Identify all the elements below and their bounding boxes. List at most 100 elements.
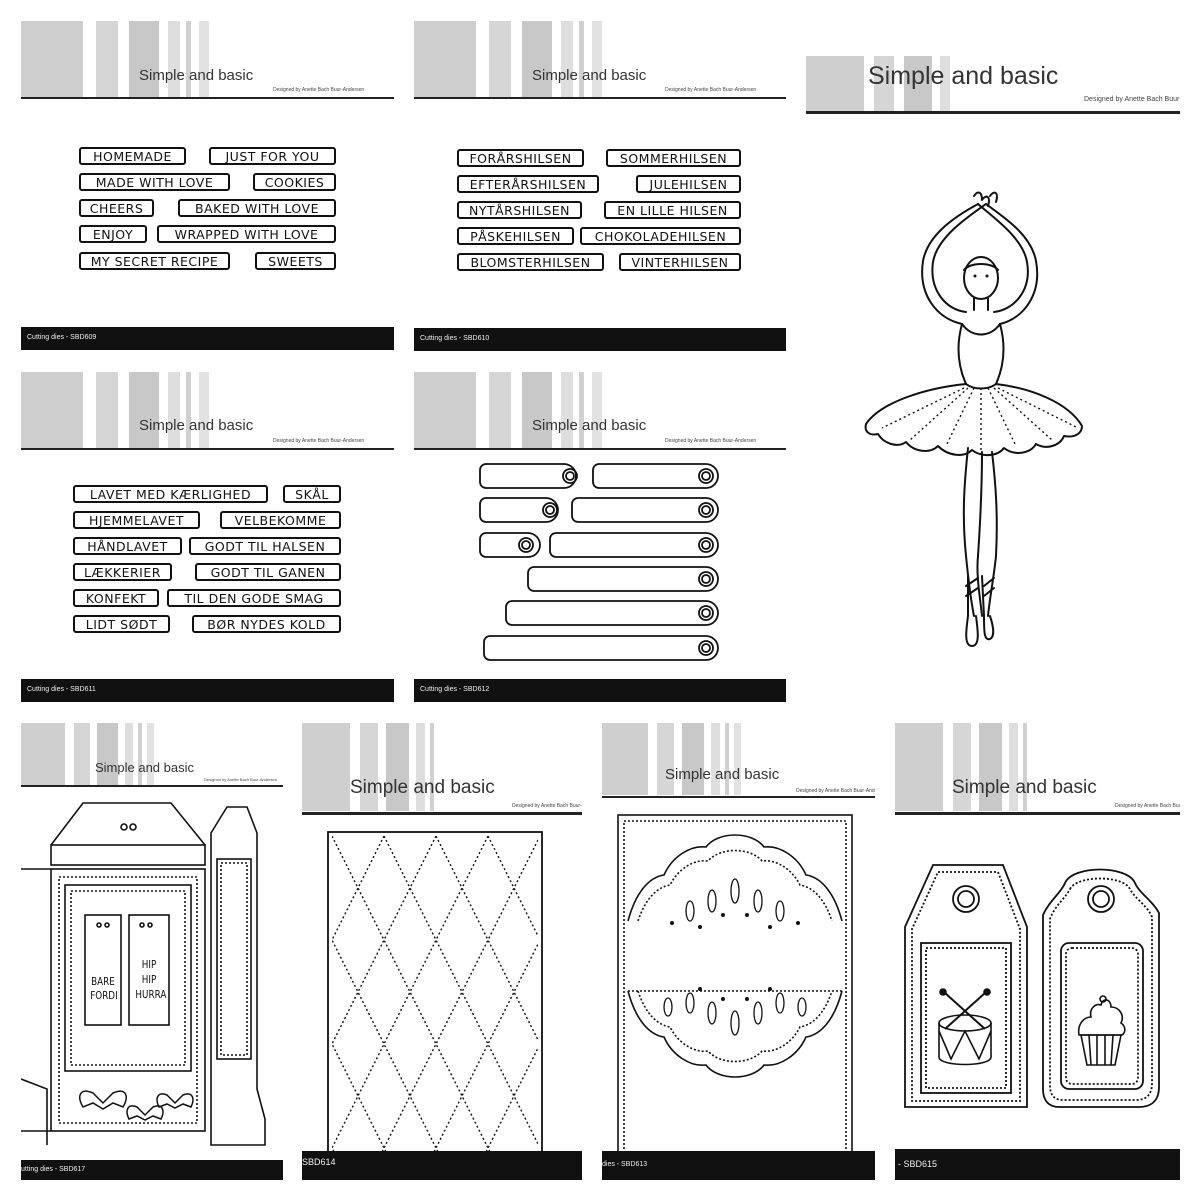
brand-name: Simple and basic [952,777,1097,798]
tag-text-left: BARE FORDI [90,975,118,1002]
die-label: JUST FOR YOU [209,147,336,165]
header-rule [806,111,1180,114]
die-label: EN LILLE HILSEN [604,201,741,219]
brand-header: Simple and basic Designed by Anette Bach… [806,56,1180,116]
cupcake-icon [1077,995,1126,1066]
lace-border-icon [617,814,853,1171]
product-footer: utting dies - SBD617 [21,1160,283,1180]
product-footer: Cutting dies - SBD609 [21,327,394,350]
stripe-graphic [21,372,209,448]
stripe-graphic [302,723,434,811]
stripe-graphic [21,723,154,785]
header-rule [895,812,1180,815]
die-label: LIDT SØDT [73,615,170,633]
stripe-graphic [602,723,741,795]
product-footer: Cutting dies - SBD611 [21,679,394,702]
die-label: CHEERS [79,199,154,217]
product-code: dies - SBD613 [602,1161,648,1168]
brand-name: Simple and basic [868,62,1059,90]
product-code: utting dies - SBD617 [21,1166,86,1173]
designer-credit: Designed by Anette Bach Buur-Andersen [512,803,582,809]
product-card-sbd610[interactable]: Simple and basic Designed by Anette Bach… [414,21,786,351]
product-footer: SBD614 [302,1151,582,1180]
header-rule [414,97,786,99]
product-code: Cutting dies - SBD611 [27,686,96,693]
die-label: WRAPPED WITH LOVE [157,225,336,243]
product-card-sbd612[interactable]: Simple and basic Designed by Anette Bach… [414,372,786,702]
designer-credit: Designed by Anette Bach Buur-Andersen [1115,803,1180,809]
die-label: HOMEMADE [79,147,186,165]
die-label: VELBEKOMME [220,511,341,529]
die-label: EFTERÅRSHILSEN [457,175,599,193]
header-rule [602,796,875,798]
header-rule [21,448,394,450]
die-label: MY SECRET RECIPE [79,252,230,270]
harlequin-pattern-icon [327,831,543,1159]
product-card-sbd609[interactable]: Simple and basic Designed by Anette Bach… [21,21,394,350]
brand-name: Simple and basic [139,67,254,84]
brand-name: Simple and basic [665,766,780,783]
die-label: VINTERHILSEN [619,253,741,271]
die-label: KONFEKT [73,589,159,607]
die-label: GODT TIL HALSEN [189,537,341,555]
die-label: COOKIES [253,173,336,191]
header-rule [414,448,786,450]
die-label: HÅNDLAVET [73,537,182,555]
die-label: BLOMSTERHILSEN [457,253,604,271]
die-label: LÆKKERIER [73,563,172,581]
die-label: NYTÅRSHILSEN [457,201,582,219]
die-label: MADE WITH LOVE [79,173,230,191]
bow-icon [79,1090,194,1121]
die-label: BAKED WITH LOVE [178,199,336,217]
die-label: BØR NYDES KOLD [192,615,341,633]
brand-header: Simple and basic Designed by Anette Bach… [895,723,1180,815]
die-label: PÅSKEHILSEN [457,227,574,245]
brand-header: Simple and basic Designed by Anette Bach… [414,21,786,101]
designer-credit: Designed by Anette Bach Buur-Andersen [796,788,875,794]
brand-name: Simple and basic [350,777,495,798]
die-label: TIL DEN GODE SMAG [167,589,341,607]
tag-text-right: HIP HIP HURRA [135,958,167,1001]
die-label: SOMMERHILSEN [606,149,741,167]
die-label: HJEMMELAVET [73,511,200,529]
product-card-sbd614[interactable]: Simple and basic Designed by Anette Bach… [302,723,582,1180]
die-label: ENJOY [79,225,147,243]
brand-header: Simple and basic Designed by Anette Bach… [302,723,582,815]
brand-header: Simple and basic Designed by Anette Bach… [21,21,394,101]
stripe-graphic [21,21,394,97]
product-card-sbd615[interactable]: Simple and basic Designed by Anette Bach… [895,723,1180,1180]
stripe-graphic [414,372,602,448]
product-card-sbd613[interactable]: Simple and basic Designed by Anette Bach… [602,723,875,1180]
die-label: CHOKOLADEHILSEN [580,227,741,245]
gift-box-icon [21,802,266,1146]
tag-icon [904,864,1160,1108]
product-footer: Cutting dies - SBD612 [414,679,786,702]
designer-credit: Designed by Anette Bach Buur-Andersen [204,777,277,782]
die-label: GODT TIL GANEN [195,563,341,581]
die-label: JULEHILSEN [636,175,741,193]
brand-name: Simple and basic [532,67,647,84]
die-label: LAVET MED KÆRLIGHED [73,485,268,503]
brand-name: Simple and basic [95,760,194,775]
product-card-ballerina[interactable]: Simple and basic Designed by Anette Bach… [806,56,1180,706]
brand-name: Simple and basic [139,417,254,434]
designer-credit: Designed by Anette Bach Buur-Andersen [273,87,365,93]
product-code: SBD614 [302,1157,336,1167]
brand-header: Simple and basic Designed by Anette Bach… [21,372,394,452]
brand-header: Simple and basic Designed by Anette Bach… [414,372,786,452]
header-rule [21,785,283,787]
product-footer: - SBD615 [895,1149,1180,1180]
die-label: FORÅRSHILSEN [457,149,584,167]
die-label: SKÅL [283,485,341,503]
product-footer: dies - SBD613 [602,1151,875,1180]
brand-header: Simple and basic Designed by Anette Bach… [21,723,283,789]
product-card-sbd611[interactable]: Simple and basic Designed by Anette Bach… [21,372,394,702]
stripe-graphic [895,723,1027,811]
header-rule [302,812,582,815]
product-code: Cutting dies - SBD609 [27,334,97,341]
brand-header: Simple and basic Designed by Anette Bach… [602,723,875,799]
drum-icon [938,988,992,1066]
product-card-sbd617[interactable]: Simple and basic Designed by Anette Bach… [21,723,283,1180]
stripe-graphic [414,21,602,97]
product-code: Cutting dies - SBD612 [420,686,490,693]
